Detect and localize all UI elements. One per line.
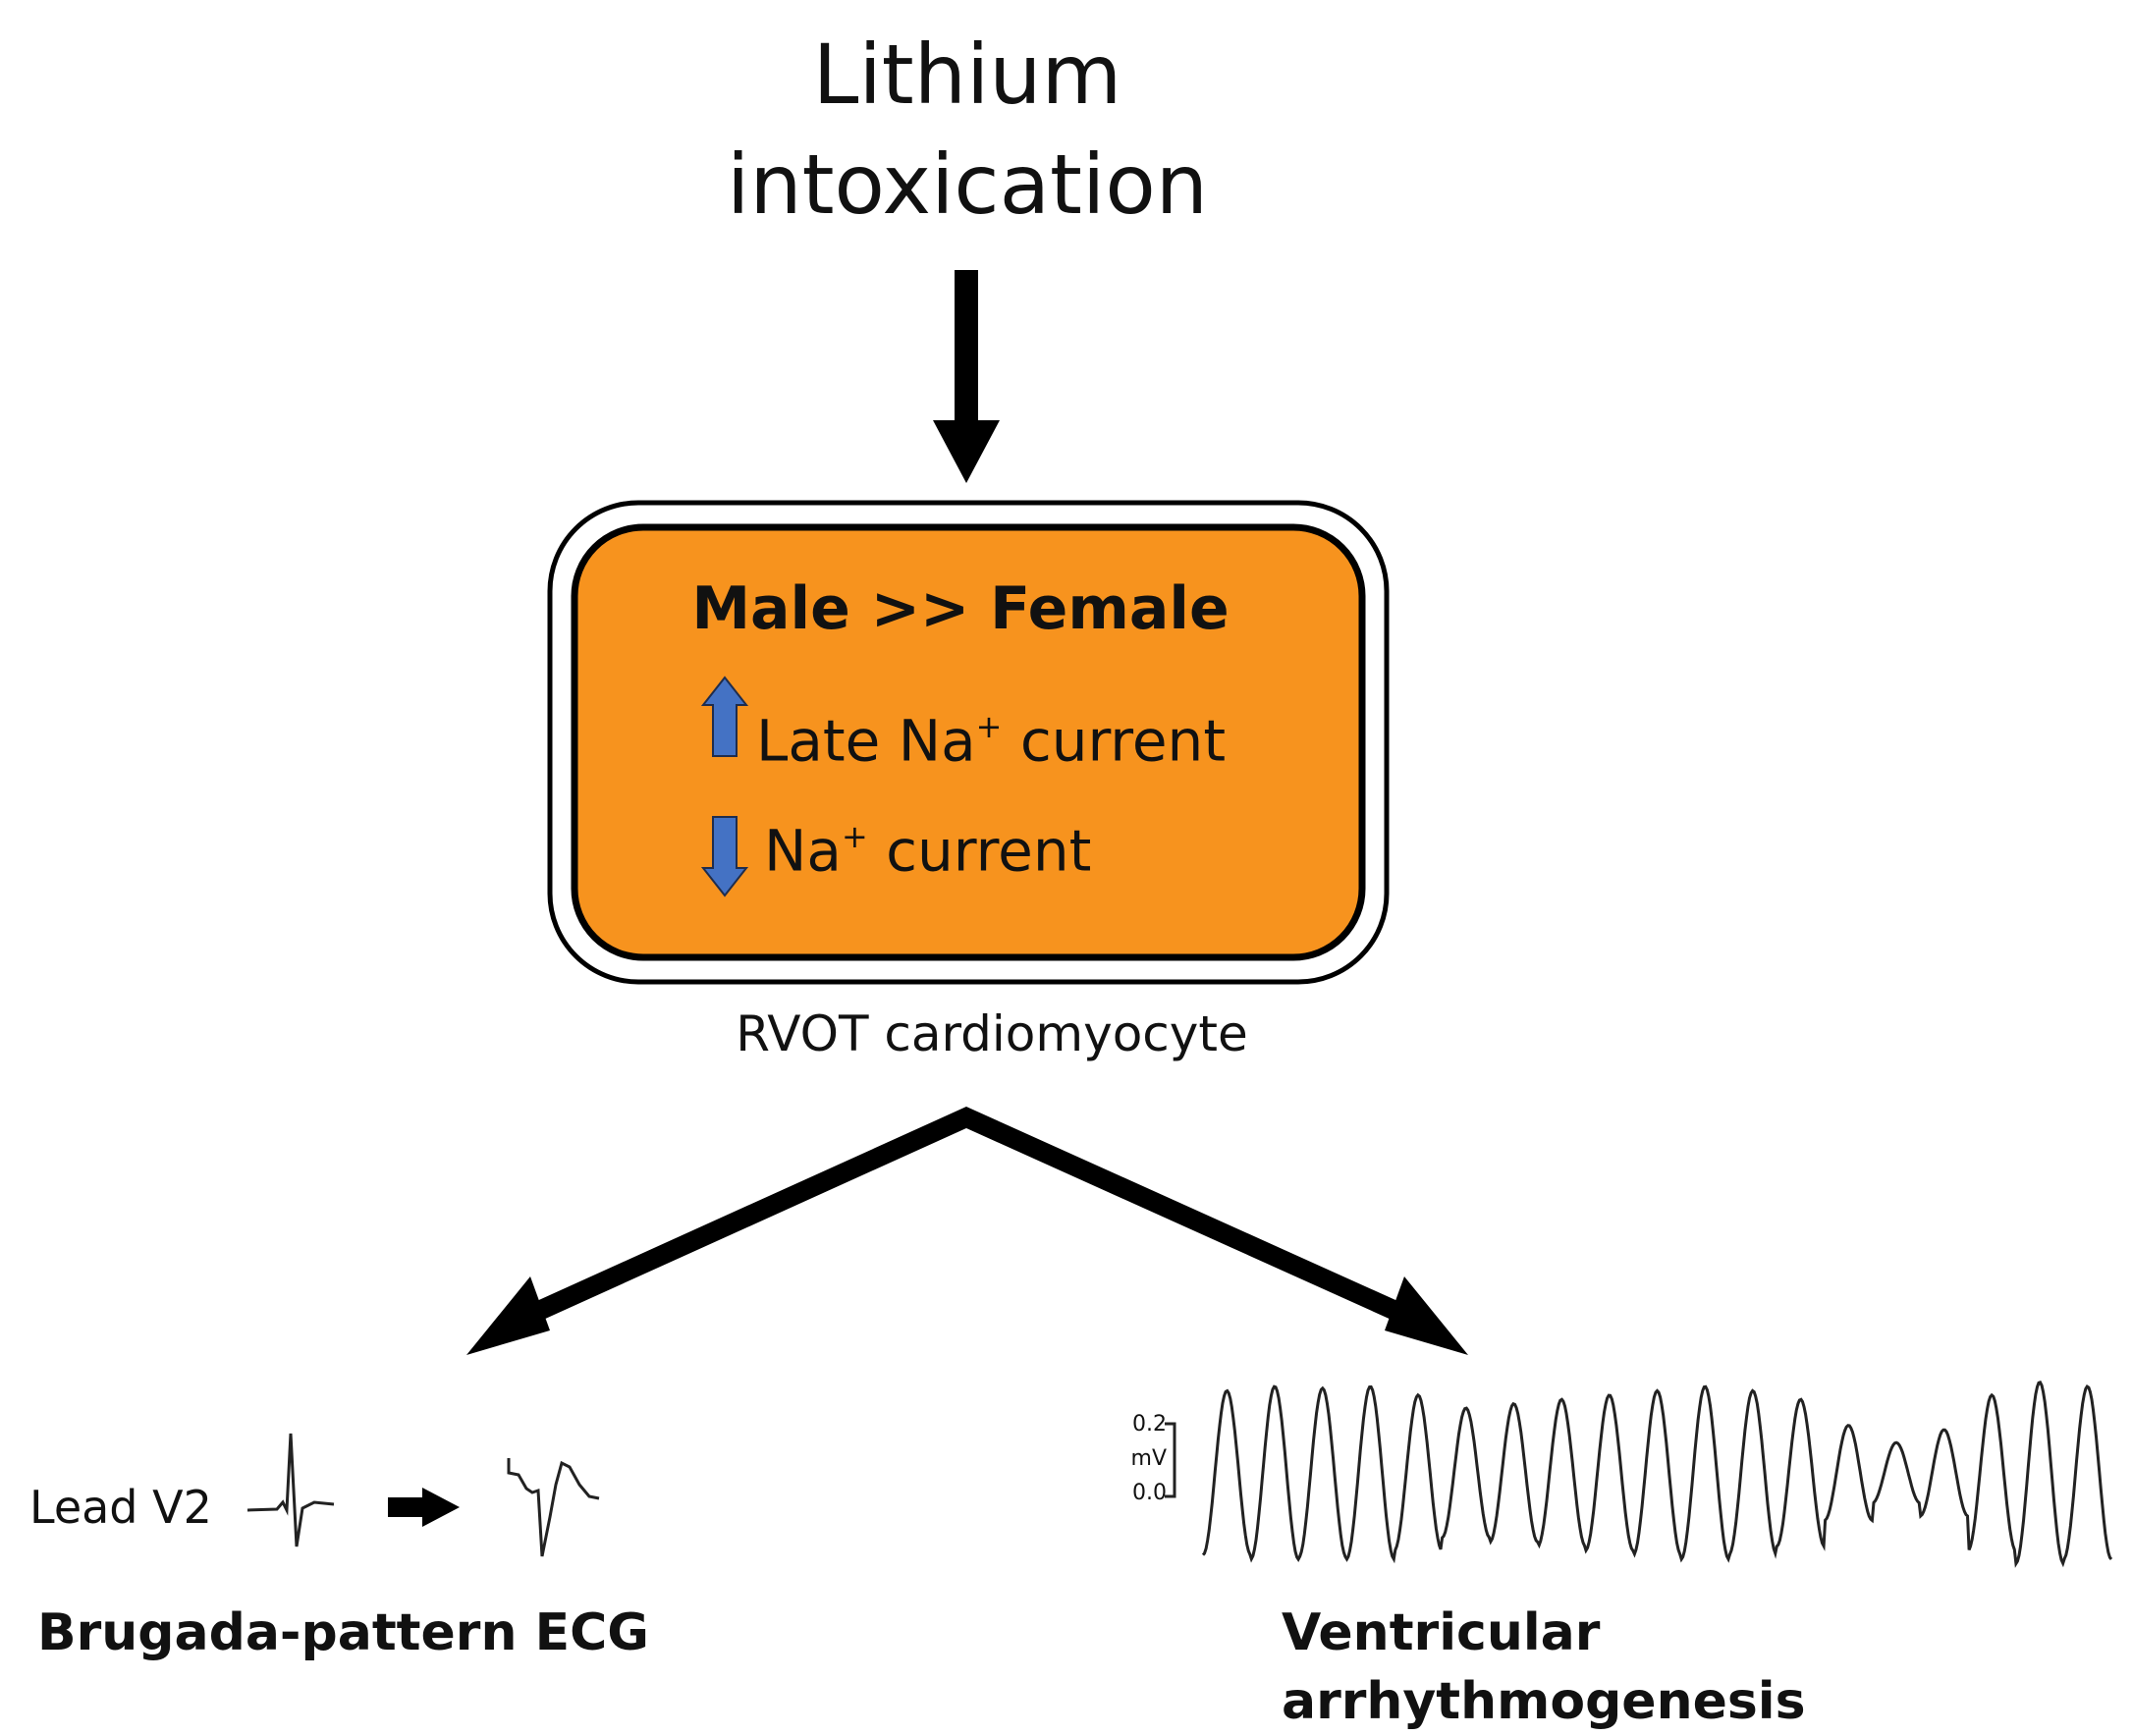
down-arrow-icon <box>700 816 749 897</box>
vf-waveform <box>1201 1380 2113 1568</box>
down-arrow-title-to-box <box>933 270 1000 483</box>
na-current-label: Na+ current <box>764 805 1091 885</box>
title-line2: intoxication <box>727 136 1208 233</box>
cell-label: RVOT cardiomyocyte <box>736 1005 1248 1062</box>
late-na-sup: + <box>975 707 1003 745</box>
na-text: Na <box>764 817 842 885</box>
title: Lithium intoxication <box>0 20 1935 240</box>
scale-bottom-label: 0.0 <box>1132 1481 1167 1505</box>
late-na-text: Late Na <box>756 707 976 775</box>
na-suffix: current <box>867 817 1092 885</box>
brugada-outcome: Brugada-pattern ECG <box>37 1603 649 1662</box>
arrhythmia-outcome: Ventricular arrhythmogenesis <box>1282 1603 1806 1731</box>
cell-box-inner <box>571 523 1366 961</box>
late-na-suffix: current <box>1002 707 1227 775</box>
ecg-brugada-trace <box>507 1458 600 1557</box>
branch-arrows <box>466 1107 1468 1355</box>
box-heading: Male >> Female <box>691 574 1230 643</box>
ecg-normal-trace <box>246 1433 335 1547</box>
late-na-current-label: Late Na+ current <box>756 695 1226 775</box>
na-sup: + <box>841 817 868 855</box>
lead-label: Lead V2 <box>29 1481 212 1534</box>
ecg-arrow <box>388 1488 460 1527</box>
title-line1: Lithium <box>812 27 1122 123</box>
up-arrow-icon <box>700 676 749 757</box>
scale-unit-label: mV <box>1130 1446 1167 1471</box>
diagram-graphics <box>246 270 2113 1568</box>
scale-top-label: 0.2 <box>1132 1412 1167 1437</box>
scale-bracket <box>1165 1422 1176 1498</box>
